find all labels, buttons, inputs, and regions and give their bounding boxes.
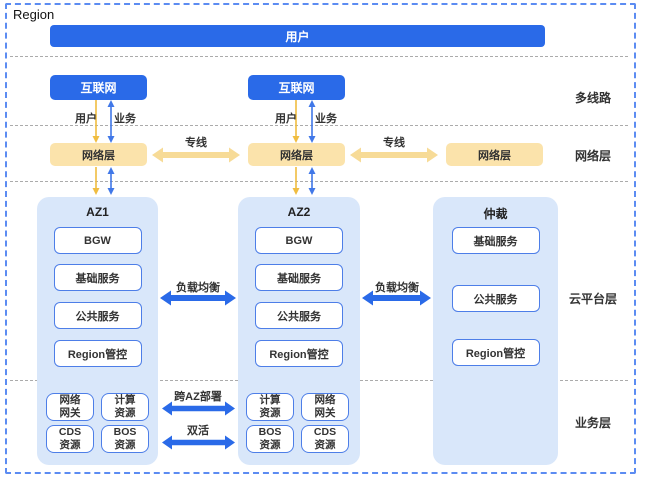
- user-flow-down-arrow-1: [92, 100, 100, 143]
- user-flow-down-arrow-4: [292, 167, 300, 195]
- region-boundary-border: [5, 3, 636, 474]
- user-flow-label-1: 用户: [75, 113, 97, 125]
- cross-az-deploy-arrow: [162, 401, 235, 416]
- load-balance-label-2: 负载均衡: [375, 282, 419, 294]
- dedicated-line-arrow-2: [350, 147, 438, 163]
- arbitration-title: 仲裁: [483, 207, 508, 221]
- layer-separator-2: [10, 125, 628, 126]
- user-banner-label: 用户: [285, 29, 310, 44]
- user-banner: 用户: [50, 25, 545, 47]
- az1-service-region-control: Region管控: [53, 340, 142, 367]
- internet-box-2-label: 互联网: [278, 81, 315, 95]
- az2-compute-resource-box: 计算 资源: [246, 393, 294, 421]
- layer-separator-1: [10, 56, 628, 57]
- user-flow-down-arrow-3: [92, 167, 100, 195]
- az1-bos-resource-box: BOS 资源: [101, 425, 149, 453]
- network-layer-box-1-label: 网络层: [82, 149, 115, 162]
- user-flow-label-2: 用户: [275, 113, 297, 125]
- az2-service-bgw: BGW: [255, 227, 343, 254]
- az1-cds-resource-box: CDS 资源: [46, 425, 94, 453]
- business-flow-double-arrow-3: [107, 167, 115, 195]
- layer-label-business: 业务层: [574, 416, 611, 430]
- internet-box-1-label: 互联网: [80, 81, 117, 95]
- active-active-label: 双活: [187, 425, 209, 437]
- dedicated-line-label-2: 专线: [383, 137, 405, 149]
- layer-label-cloud-platform: 云平台层: [568, 292, 617, 306]
- layer-label-network: 网络层: [574, 149, 611, 163]
- internet-box-1: 互联网: [50, 75, 147, 100]
- region-title: Region: [13, 7, 55, 22]
- network-layer-box-3-label: 网络层: [478, 149, 511, 162]
- arbitration-container: 仲裁 基础服务 公共服务 Region管控: [433, 197, 558, 465]
- load-balance-arrow-1: [160, 290, 236, 306]
- az1-title: AZ1: [86, 205, 109, 219]
- az1-network-gateway-box: 网络 网关: [46, 393, 94, 421]
- active-active-arrow: [162, 435, 235, 450]
- business-flow-double-arrow-2: [308, 100, 316, 143]
- arbitration-service-public: 公共服务: [451, 285, 540, 312]
- business-flow-label-1: 业务: [114, 113, 136, 125]
- az1-service-bgw: BGW: [53, 227, 142, 254]
- az2-service-public: 公共服务: [255, 302, 343, 329]
- business-flow-double-arrow-1: [107, 100, 115, 143]
- user-flow-down-arrow-2: [292, 100, 300, 143]
- layer-label-multiline: 多线路: [574, 91, 611, 105]
- az1-service-public: 公共服务: [53, 302, 142, 329]
- dedicated-line-arrow-1: [152, 147, 240, 163]
- az1-service-basic: 基础服务: [53, 264, 142, 291]
- business-flow-double-arrow-4: [308, 167, 316, 195]
- network-layer-box-1: 网络层: [50, 143, 147, 166]
- az2-title: AZ2: [287, 205, 311, 219]
- arbitration-service-region-control: Region管控: [451, 339, 540, 366]
- load-balance-label-1: 负载均衡: [176, 282, 220, 294]
- network-layer-box-2: 网络层: [248, 143, 345, 166]
- network-layer-box-2-label: 网络层: [280, 149, 313, 162]
- az2-network-gateway-box: 网络 网关: [301, 393, 349, 421]
- az1-compute-resource-box: 计算 资源: [101, 393, 149, 421]
- load-balance-arrow-2: [362, 290, 431, 306]
- business-flow-label-2: 业务: [315, 113, 337, 125]
- az2-bos-resource-box: BOS 资源: [246, 425, 294, 453]
- dedicated-line-label-1: 专线: [185, 137, 207, 149]
- az2-cds-resource-box: CDS 资源: [301, 425, 349, 453]
- layer-separator-3: [10, 181, 628, 182]
- internet-box-2: 互联网: [248, 75, 345, 100]
- az2-service-region-control: Region管控: [255, 340, 343, 367]
- network-layer-box-3: 网络层: [446, 143, 543, 166]
- cross-az-deploy-label: 跨AZ部署: [174, 391, 222, 403]
- arbitration-service-basic: 基础服务: [451, 227, 540, 254]
- az2-service-basic: 基础服务: [255, 264, 343, 291]
